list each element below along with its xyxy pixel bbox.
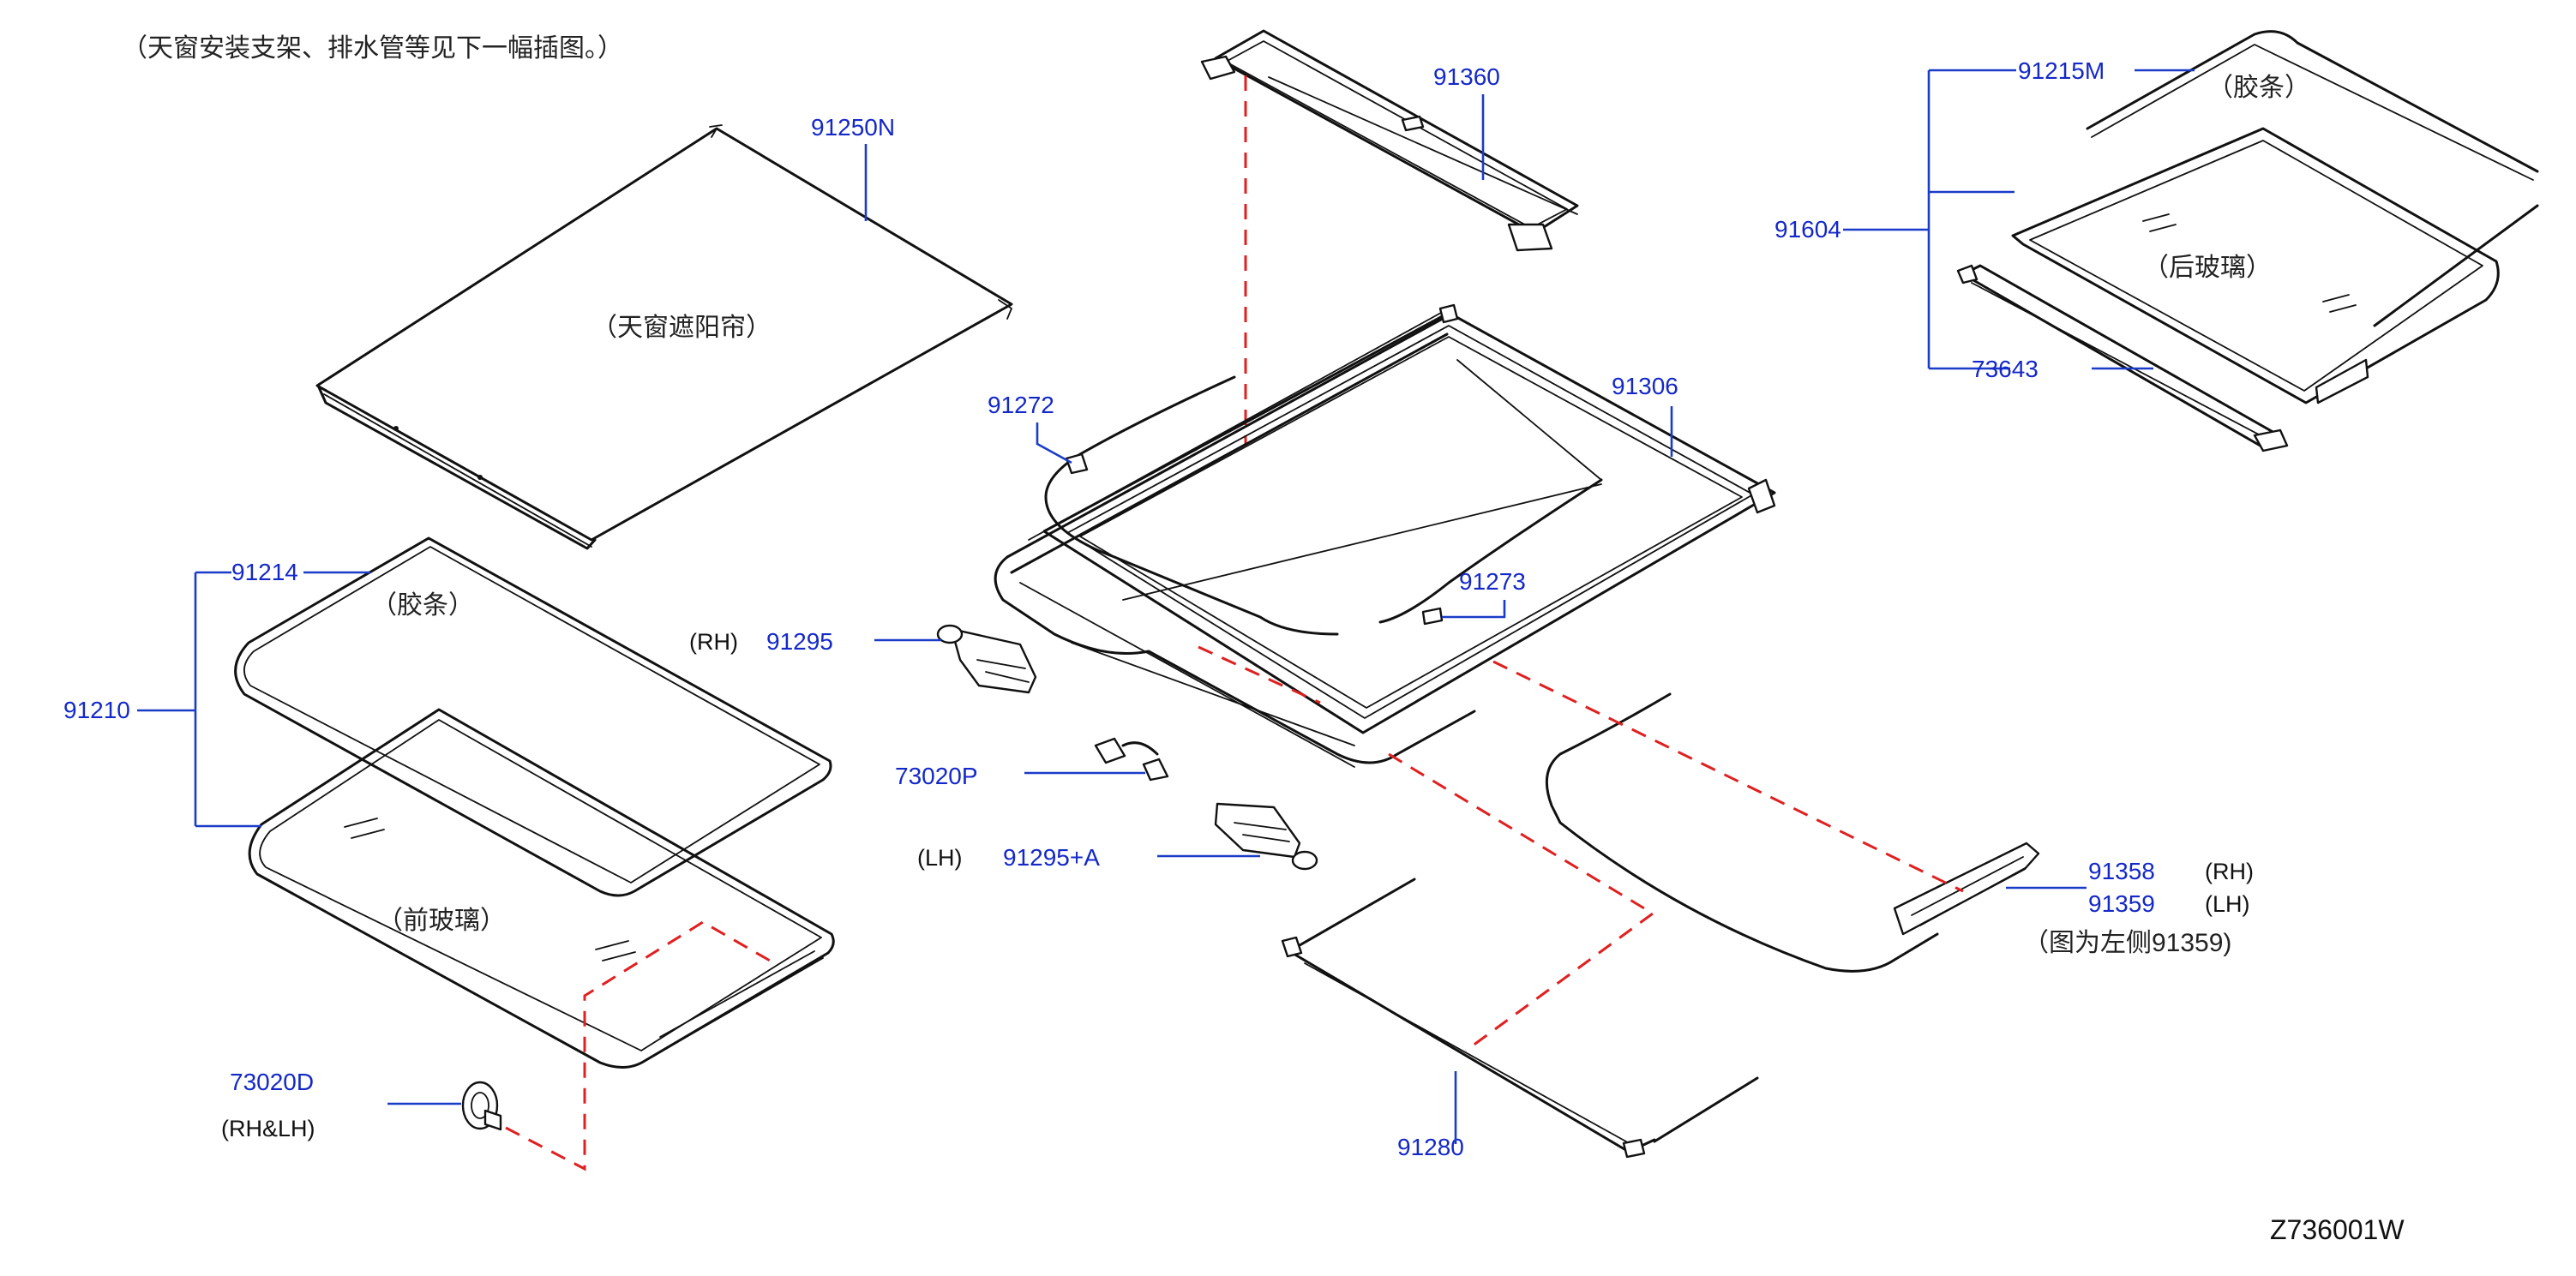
trim-73643-part [1956, 264, 2289, 452]
frame-91306-part [994, 303, 1776, 768]
part-number-91295: 91295 [766, 628, 833, 655]
part-number-91604: 91604 [1774, 216, 1841, 243]
dashed-frame-link [1198, 645, 1321, 704]
dashed-73020D [505, 920, 777, 1171]
drain-hose-part [1545, 692, 1939, 973]
side-73020D: (RH&LH) [221, 1116, 315, 1141]
front-glass-part [248, 708, 835, 1069]
cable-91273-part [1378, 478, 1603, 626]
part-number-73643: 73643 [1972, 356, 2039, 382]
leader-91210-bracket [137, 571, 261, 828]
leader-91604-bracket [1843, 70, 2015, 370]
caption-rear-seal: （胶条） [2207, 74, 2310, 102]
caption-front-glass: （前玻璃） [377, 907, 506, 935]
side-91295: (RH) [689, 629, 738, 655]
motor-91295A-part [1214, 802, 1318, 871]
part-number-91215M: 91215M [2018, 57, 2105, 84]
part-number-91250N: 91250N [811, 114, 895, 141]
cable-91272-part [1044, 375, 1339, 636]
connector-73020P-part [1094, 737, 1169, 782]
part-number-91214: 91214 [231, 559, 298, 585]
side-91359: (LH) [2205, 891, 2250, 917]
rail-91358-part [1893, 842, 2040, 936]
side-91358: (RH) [2205, 859, 2254, 884]
dashed-91280 [1388, 752, 1655, 1052]
rear-seal-part [2086, 30, 2539, 181]
motor-91295-part [936, 624, 1037, 694]
part-number-91210: 91210 [63, 697, 130, 723]
bracket-91360-part [1200, 29, 1579, 252]
part-number-91280: 91280 [1397, 1134, 1464, 1160]
caption-front-seal: （胶条） [371, 591, 474, 620]
caption-rear-glass: （后玻璃） [2143, 254, 2272, 282]
front-seal-part [234, 536, 832, 897]
part-number-91272: 91272 [988, 392, 1054, 418]
clip-73020D-part [461, 1081, 502, 1131]
part-number-91295A: 91295+A [1003, 844, 1100, 871]
part-number-91273: 91273 [1459, 568, 1526, 595]
leader-91272 [1036, 422, 1072, 464]
deflector-91280-part [1281, 878, 1759, 1159]
caption-sunshade: （天窗遮阳帘） [591, 314, 772, 342]
part-number-91359: 91359 [2088, 890, 2155, 917]
header-note: （天窗安装支架、排水管等见下一幅插图。） [122, 34, 623, 63]
part-number-73020D: 73020D [230, 1069, 314, 1095]
part-number-91306: 91306 [1612, 373, 1678, 399]
leader-91273 [1442, 600, 1506, 619]
part-number-73020P: 73020P [895, 763, 978, 789]
side-91295A: (LH) [917, 845, 963, 871]
rear-glass-part [2011, 127, 2539, 404]
part-number-91358: 91358 [2088, 858, 2155, 884]
sunshade-part [315, 124, 1013, 550]
part-number-91360: 91360 [1433, 63, 1500, 90]
caption-left-shown: （图为左侧91359) [2023, 929, 2231, 957]
dashed-91358 [1492, 660, 1964, 893]
drawing-id: Z736001W [2270, 1214, 2405, 1245]
